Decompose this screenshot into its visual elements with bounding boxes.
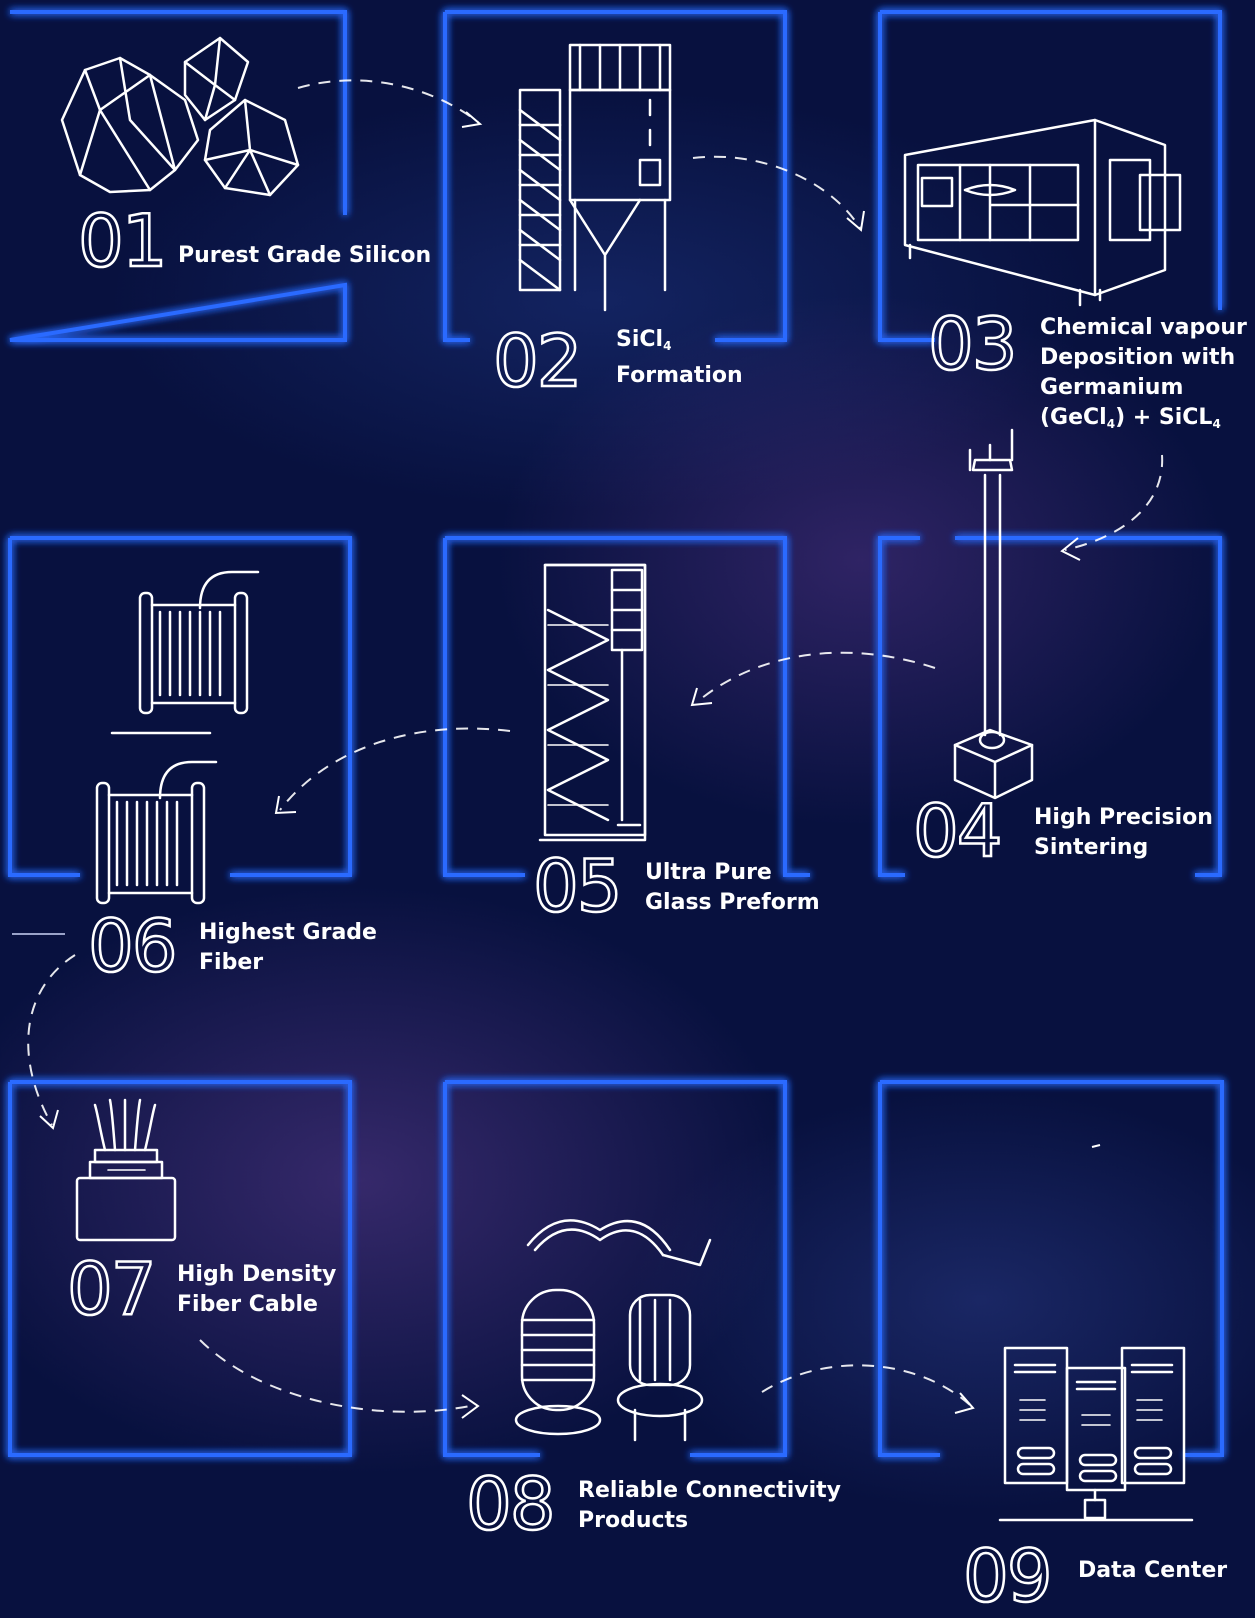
frame-09 <box>878 1080 1224 1457</box>
arrow-03-04 <box>1064 454 1164 551</box>
arrow-05-06 <box>279 727 511 811</box>
frame-04 <box>878 536 1222 877</box>
step-06-number: 06 <box>87 904 179 988</box>
step-01-number: 01 <box>77 199 169 283</box>
arrow-04-05 <box>696 651 936 703</box>
frame-08 <box>443 1080 787 1457</box>
step-05-number: 05 <box>532 844 624 928</box>
frame-01 <box>9 10 347 342</box>
frame-02 <box>443 10 787 342</box>
step-04-label: High Precision Sintering <box>1034 805 1213 860</box>
step-02-number: 02 <box>492 319 584 403</box>
frame-07 <box>8 1080 352 1457</box>
arrow-02-03 <box>692 155 861 229</box>
frame-03 <box>878 10 1222 342</box>
arrow-01-02 <box>297 79 479 123</box>
arrow-07-08 <box>199 1339 476 1413</box>
step-09-label: Data Center <box>1078 1558 1228 1583</box>
step-01-label: Purest Grade Silicon <box>178 243 432 268</box>
frame-05 <box>443 536 810 877</box>
step-08-label: Reliable Connectivity Products <box>578 1478 842 1533</box>
arrow-06-07 <box>27 954 76 1126</box>
step-03-number: 03 <box>927 302 1019 386</box>
step-02-label: SiCl4 Formation <box>616 327 743 388</box>
step-07-label: High Density Fiber Cable <box>177 1262 337 1317</box>
step-09-number: 09 <box>962 1534 1054 1618</box>
step-08-number: 08 <box>465 1462 557 1546</box>
arrow-08-09 <box>761 1364 971 1406</box>
step-05-label: Ultra Pure Glass Preform <box>645 860 820 915</box>
step-06-label: Highest Grade Fiber <box>199 920 377 975</box>
step-04-number: 04 <box>912 789 1004 873</box>
frame-06 <box>8 536 352 877</box>
step-03-label: Chemical vapour Deposition with Germaniu… <box>1040 315 1247 431</box>
step-07-number: 07 <box>66 1247 158 1331</box>
